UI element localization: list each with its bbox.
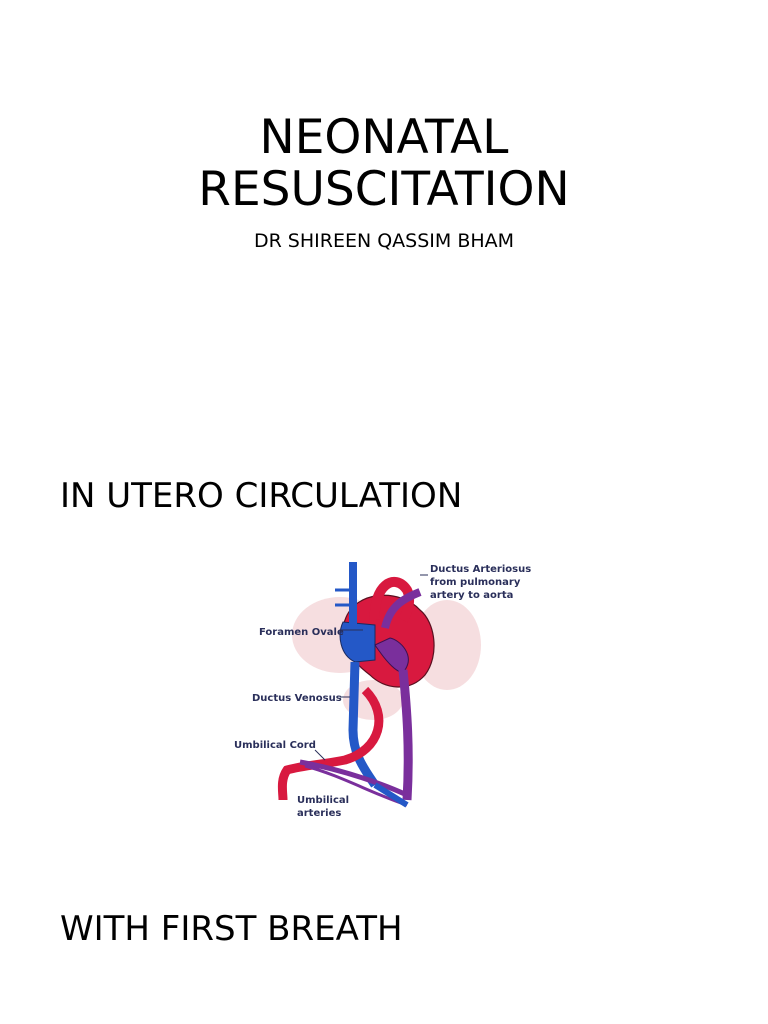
label-ductus-arteriosus-3: artery to aorta (430, 590, 513, 601)
label-ductus-venosus: Ductus Venosus (252, 693, 342, 704)
title-line-1: NEONATAL (259, 110, 509, 165)
label-ductus-arteriosus-1: Ductus Arteriosus (430, 564, 531, 575)
label-umbilical-arteries-1: Umbilical (297, 795, 349, 806)
label-ductus-arteriosus-2: from pulmonary (430, 577, 521, 588)
umbilical-vein (277, 686, 384, 801)
label-umbilical-cord: Umbilical Cord (234, 740, 316, 751)
label-umbilical-arteries-2: arteries (297, 808, 341, 819)
aortic-arch (369, 577, 415, 623)
fetal-circulation-diagram: Ductus Arteriosus from pulmonary artery … (234, 562, 531, 819)
pulmonary-artery (381, 588, 422, 630)
heart-right-atrium (339, 621, 376, 663)
umbilical-artery-1 (299, 759, 409, 798)
first-breath-heading: WITH FIRST BREATH (60, 909, 403, 949)
in-utero-heading: IN UTERO CIRCULATION (60, 476, 463, 516)
label-foramen-ovale: Foramen Ovale (259, 627, 344, 638)
author-name: DR SHIREEN QASSIM BHAM (253, 230, 515, 252)
descending-aorta (398, 669, 413, 801)
title-line-2: RESUSCITATION (198, 162, 570, 217)
slide-title: NEONATAL RESUSCITATION (0, 112, 768, 216)
